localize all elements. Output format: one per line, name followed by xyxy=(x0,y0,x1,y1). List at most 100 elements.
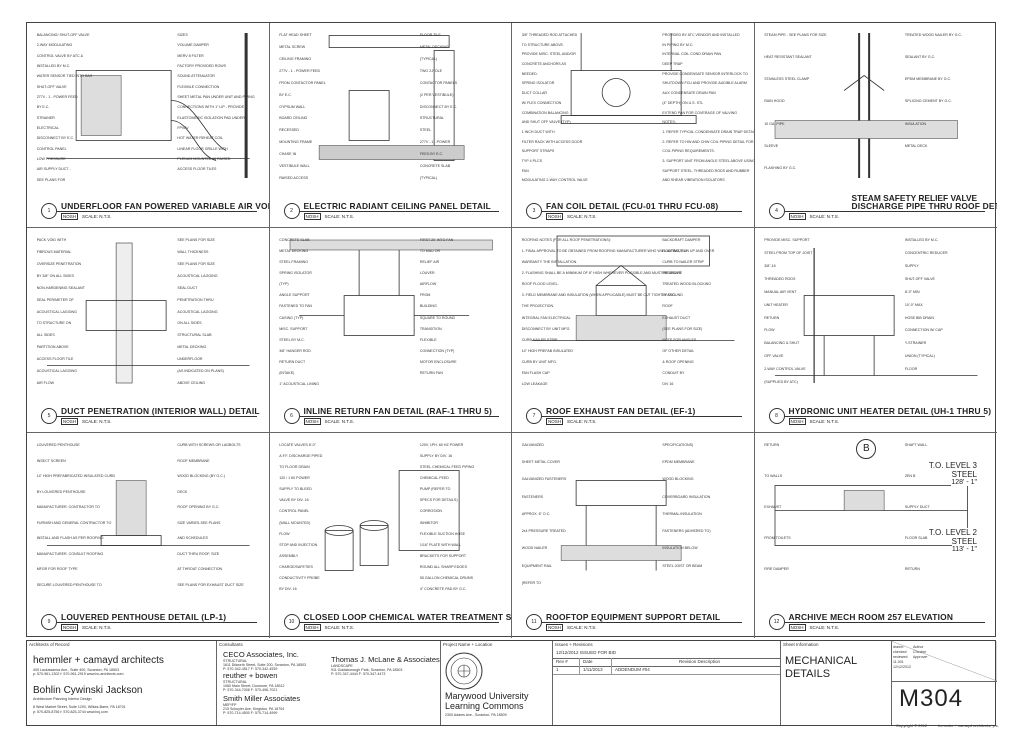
consultant-2-phone: P: 570-344-7008 F: 570-496-7021 xyxy=(223,688,278,692)
consultant-2-address: 1060 Main Street, Dunmore, PA 18512 xyxy=(223,684,285,688)
detail-7-note: CURB BY UNIT MFG. xyxy=(521,359,557,364)
consultant-3-address: 911 Goldsborough Park, Scranton, PA 1850… xyxy=(331,668,403,672)
detail-number: 12 xyxy=(768,614,785,630)
detail-8-note: SUPPLY xyxy=(904,263,919,268)
rev-header-description: Revision Description xyxy=(679,659,721,664)
detail-title-line-2: DISCHARGE PIPE THRU ROOF DETAIL xyxy=(851,201,998,211)
issues-block: Issues + Revisions 12/12/2012 ISSUED FOR… xyxy=(553,641,781,725)
detail-9-note: MANUFACTURER. CONTRACTOR TO xyxy=(36,505,100,509)
detail-title: UNDERFLOOR FAN POWERED VARIABLE AIR VOLU… xyxy=(61,201,269,211)
detail-3-note: 2. REFER TO HW AND CHW COIL PIPING DETAI… xyxy=(662,139,754,144)
detail-9-note: SIZE VARIES-SEE PLANS xyxy=(177,520,221,525)
detail-2-note: FEED BY E.C. xyxy=(419,152,444,157)
detail-1-note: FLEXIBLE CONNECTION xyxy=(177,84,220,89)
detail-9-note: SEE PLANS FOR EXHAUST DUCT SIZE xyxy=(177,582,244,587)
detail-3-note: 3. SUPPORT UNIT FROM ANGLE STEEL ABOVE U… xyxy=(662,158,755,163)
detail-number: 2 xyxy=(283,203,300,219)
copyright-firm: hemmler + camayd architects, p.c. xyxy=(938,723,1000,728)
detail-6-note: MOTOR ENCLOSURE xyxy=(419,359,457,364)
detail-4-note: STAINLESS STEEL CLAMP xyxy=(764,77,810,82)
detail-drawing-6 xyxy=(289,239,493,336)
detail-5-note: SEE PLANS FOR SIZE xyxy=(177,261,215,266)
detail-1-note: INSTALLED BY M.C. xyxy=(36,64,71,68)
detail-7-note: BACKDRAFT DAMPER xyxy=(662,238,701,242)
detail-12-note: SHAFT WALL xyxy=(904,443,928,447)
detail-6-note: FASTENED TO FAN xyxy=(279,304,313,309)
detail-drawing-10 xyxy=(324,470,460,571)
consultants-block: Consultants CECO Associates, Inc. STRUCT… xyxy=(217,641,441,725)
architect-1-name: hemmler + camayd architects xyxy=(33,655,164,666)
detail-9-note: SECURE LOUVERED PENTHOUSE TO xyxy=(36,582,102,587)
detail-5-note: PARTITION ABOVE xyxy=(36,345,69,350)
sheet-info-block: Sheet Information MECHANICAL DETAILS dra… xyxy=(781,641,997,725)
detail-8-note: INSTALLED BY M.C. xyxy=(904,238,939,242)
detail-11-note: (REFER TO xyxy=(521,580,541,585)
detail-4-note: HEAT RESISTANT SEALANT xyxy=(764,55,812,60)
detail-7-note: ROOF FLOOD LEVEL. xyxy=(521,282,559,287)
detail-3-note: INTERNAL COIL COND DRAIN PAN xyxy=(662,52,722,57)
detail-11-note: WOOD BLOCKING xyxy=(662,477,694,482)
project-name-line-2: Learning Commons xyxy=(445,701,524,711)
detail-5-note: SEAL DUCT xyxy=(177,285,198,290)
detail-1-note: SHEET METAL PAN UNDER UNIT AND PIPING xyxy=(177,95,255,99)
detail-9-note: DECK xyxy=(177,489,188,494)
level-2-elevation: 113' - 1" xyxy=(951,546,977,553)
rev-header-date: Date xyxy=(583,659,593,664)
detail-10-note: SUPPLY TO BLEED xyxy=(279,487,312,492)
detail-2-note: FLAT HEAD SHEET xyxy=(279,33,312,37)
detail-3-note: AND SHUT OFF VALVE (TYP) xyxy=(521,120,571,125)
detail-8-note: FLOOR xyxy=(904,367,918,372)
reviewed-value: Approver xyxy=(913,655,928,659)
detail-3-note: CONCRETE ANCHORS AS xyxy=(521,62,567,67)
detail-7-note: (SEE PLANS FOR SIZE) xyxy=(662,326,703,331)
detail-10-note: CORROSION xyxy=(419,509,443,514)
detail-cell-7: ROOFING NOTES (FOR ALL ROOF PENETRATIONS… xyxy=(512,228,755,433)
detail-3-note: COIL PIPING REQUIREMENTS. xyxy=(662,149,715,154)
drawn-value: Author xyxy=(913,645,924,649)
detail-2-note: STRUCTURAL xyxy=(419,116,445,121)
sheet-number: M304 xyxy=(899,685,964,712)
detail-12-note: FROM TOILETS xyxy=(764,536,791,540)
detail-10-note: ASSEMBLY xyxy=(279,553,299,558)
sheet-info-label: Sheet Information xyxy=(783,642,819,647)
detail-2-note: CHASE IN xyxy=(279,152,297,157)
detail-6-note: RETURN FAN xyxy=(419,370,443,375)
detail-2-note: (TYPICAL) xyxy=(419,176,438,181)
detail-1-note: SIZES xyxy=(177,33,188,37)
detail-1-note: BY E.C. xyxy=(36,105,50,110)
detail-8-note: SHUT-OFF VALVE xyxy=(904,276,935,281)
detail-11-note: EQUIPMENT RAIL xyxy=(521,563,552,568)
sheet-frame-lines xyxy=(891,641,997,681)
detail-8-note: MANUAL AIR VENT xyxy=(764,289,797,294)
detail-2-note: (2 PER VESTIBULE) xyxy=(419,92,454,97)
detail-6-note: RELIEF AIR xyxy=(419,260,440,265)
detail-5-note: OVERSIZE PENETRATION xyxy=(36,261,82,266)
detail-9-note: AT THROAT CONNECTION xyxy=(177,567,223,571)
detail-1-note: CONTROL PANEL xyxy=(36,146,67,151)
detail-9-note: LOUVERED PENTHOUSE xyxy=(36,443,80,447)
reviewed-label: reviewed: xyxy=(893,655,909,659)
detail-4-note: METAL DECK xyxy=(904,143,928,148)
detail-6-note: 1" ACOUSTICAL LINING xyxy=(279,381,320,386)
detail-6-note: CONCRETE SLAB xyxy=(279,238,310,242)
rev-header-number: Rev # xyxy=(556,659,568,664)
detail-3-note: PROVIDED BY ATC VENDOR AND INSTALLED xyxy=(662,33,740,37)
detail-1-note: BALANCING/ SHUT-OFF VALVE xyxy=(36,33,90,37)
detail-10-note: SPECS FOR DETAILS) xyxy=(419,498,458,503)
detail-number: 4 xyxy=(768,203,785,219)
detail-drawing-11 xyxy=(560,480,682,571)
consultant-1-discipline: STRUCTURAL xyxy=(223,659,248,663)
detail-3-note: FAN xyxy=(521,168,529,173)
detail-6-note: TO MAU OR xyxy=(419,249,441,254)
issues-label: Issues + Revisions xyxy=(555,642,593,647)
consultant-1-phone: P: 570-342-4517 F: 570-342-4539 xyxy=(223,667,278,671)
detail-6-note: (INTAKE) xyxy=(279,370,295,375)
